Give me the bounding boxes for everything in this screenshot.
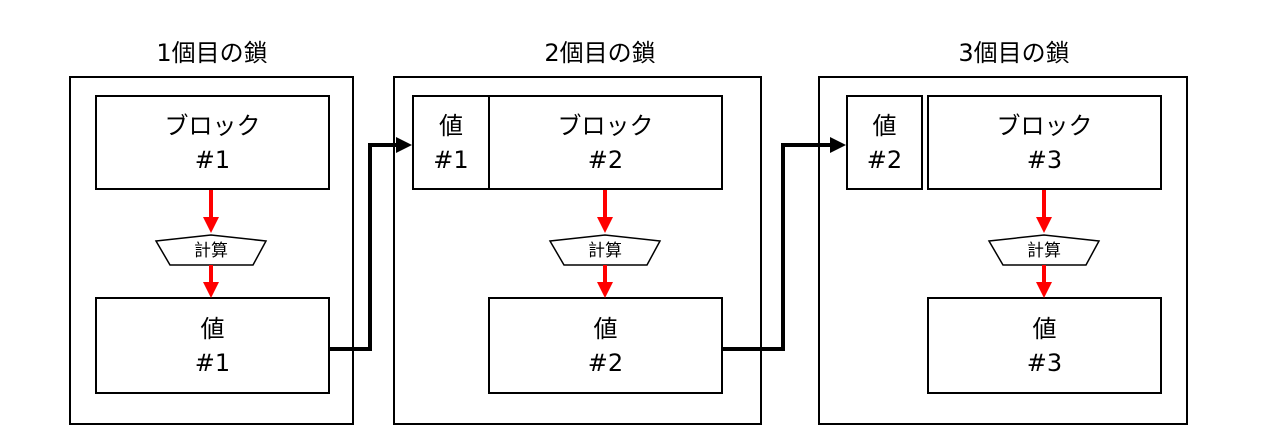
chain-3-value: 値 #3 [927,297,1162,394]
block-number: #1 [194,145,231,174]
chain-1-calc-label: 計算 [194,241,228,261]
block-label: ブロック [164,111,261,140]
chain-3-calc-shape [987,234,1101,266]
value-number: #3 [1026,348,1063,377]
chain-3-block: ブロック #3 [927,95,1162,190]
block-number: #3 [1026,145,1063,174]
value-number: #2 [587,348,624,377]
input-value-number: #1 [433,145,469,174]
value-label: 値 [1032,314,1057,343]
chain-1-title: 1個目の鎖 [156,39,268,67]
chain-2-calc-shape [548,234,662,266]
chain-2-title: 2個目の鎖 [544,39,656,67]
chain-2-calc-label: 計算 [588,241,622,261]
chain-1-calc-shape [154,234,268,266]
chain-3-title: 3個目の鎖 [958,39,1070,67]
block-label: ブロック [996,111,1093,140]
value-number: #1 [194,348,231,377]
chain-2-input-value: 値 #1 [412,95,490,190]
chain-3-calc-label: 計算 [1027,241,1061,261]
input-value-label: 値 [439,111,463,140]
link-value2-to-chain3-arrow [723,137,846,351]
value-label: 値 [200,314,225,343]
chain-1-value: 値 #1 [95,297,330,394]
chain-2-block: ブロック #2 [488,95,723,190]
chain-1-block: ブロック #1 [95,95,330,190]
link-value1-to-chain2-arrow [330,137,412,351]
input-value-label: 値 [872,111,897,140]
chain-3-input-value: 値 #2 [846,95,923,190]
chain-2-value: 値 #2 [488,297,723,394]
value-label: 値 [593,314,618,343]
block-number: #2 [587,145,624,174]
block-label: ブロック [557,111,654,140]
input-value-number: #2 [866,145,903,174]
